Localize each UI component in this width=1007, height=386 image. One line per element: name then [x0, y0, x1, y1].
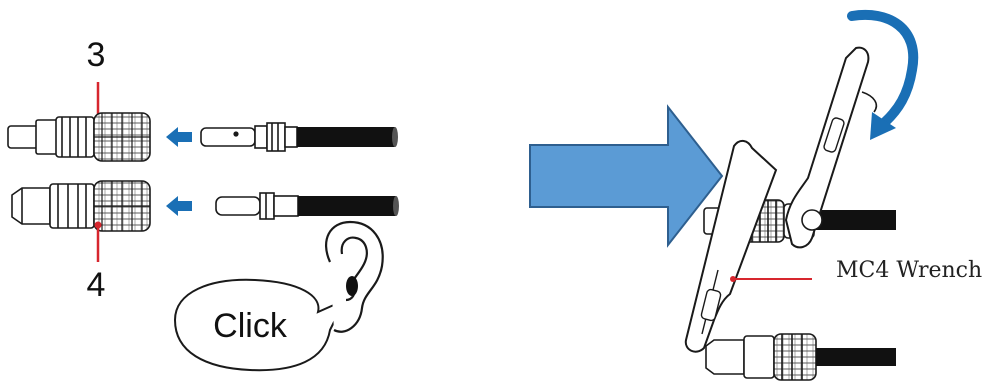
cable-assembled	[816, 348, 896, 366]
connector-bottom	[12, 181, 150, 231]
connector-assembled	[706, 334, 816, 380]
cable-wrench	[812, 210, 896, 230]
click-text: Click	[213, 307, 288, 345]
contact-pin-top	[201, 123, 297, 151]
label-3: 3	[87, 36, 106, 74]
wrench-label: MC4 Wrench	[836, 258, 982, 283]
cable-bottom	[298, 196, 396, 216]
insert-arrow-top-icon	[166, 127, 192, 147]
step-insert-contacts: 3	[8, 36, 399, 370]
connector-top	[8, 113, 150, 161]
label-4: 4	[87, 266, 106, 304]
contact-pin-bottom	[216, 193, 298, 219]
insert-arrow-bottom-icon	[166, 196, 192, 216]
cable-top	[297, 127, 395, 147]
right-arrow-icon	[530, 107, 722, 245]
step-tighten-wrench: MC4 Wrench	[686, 15, 982, 380]
ear-icon	[326, 222, 383, 332]
